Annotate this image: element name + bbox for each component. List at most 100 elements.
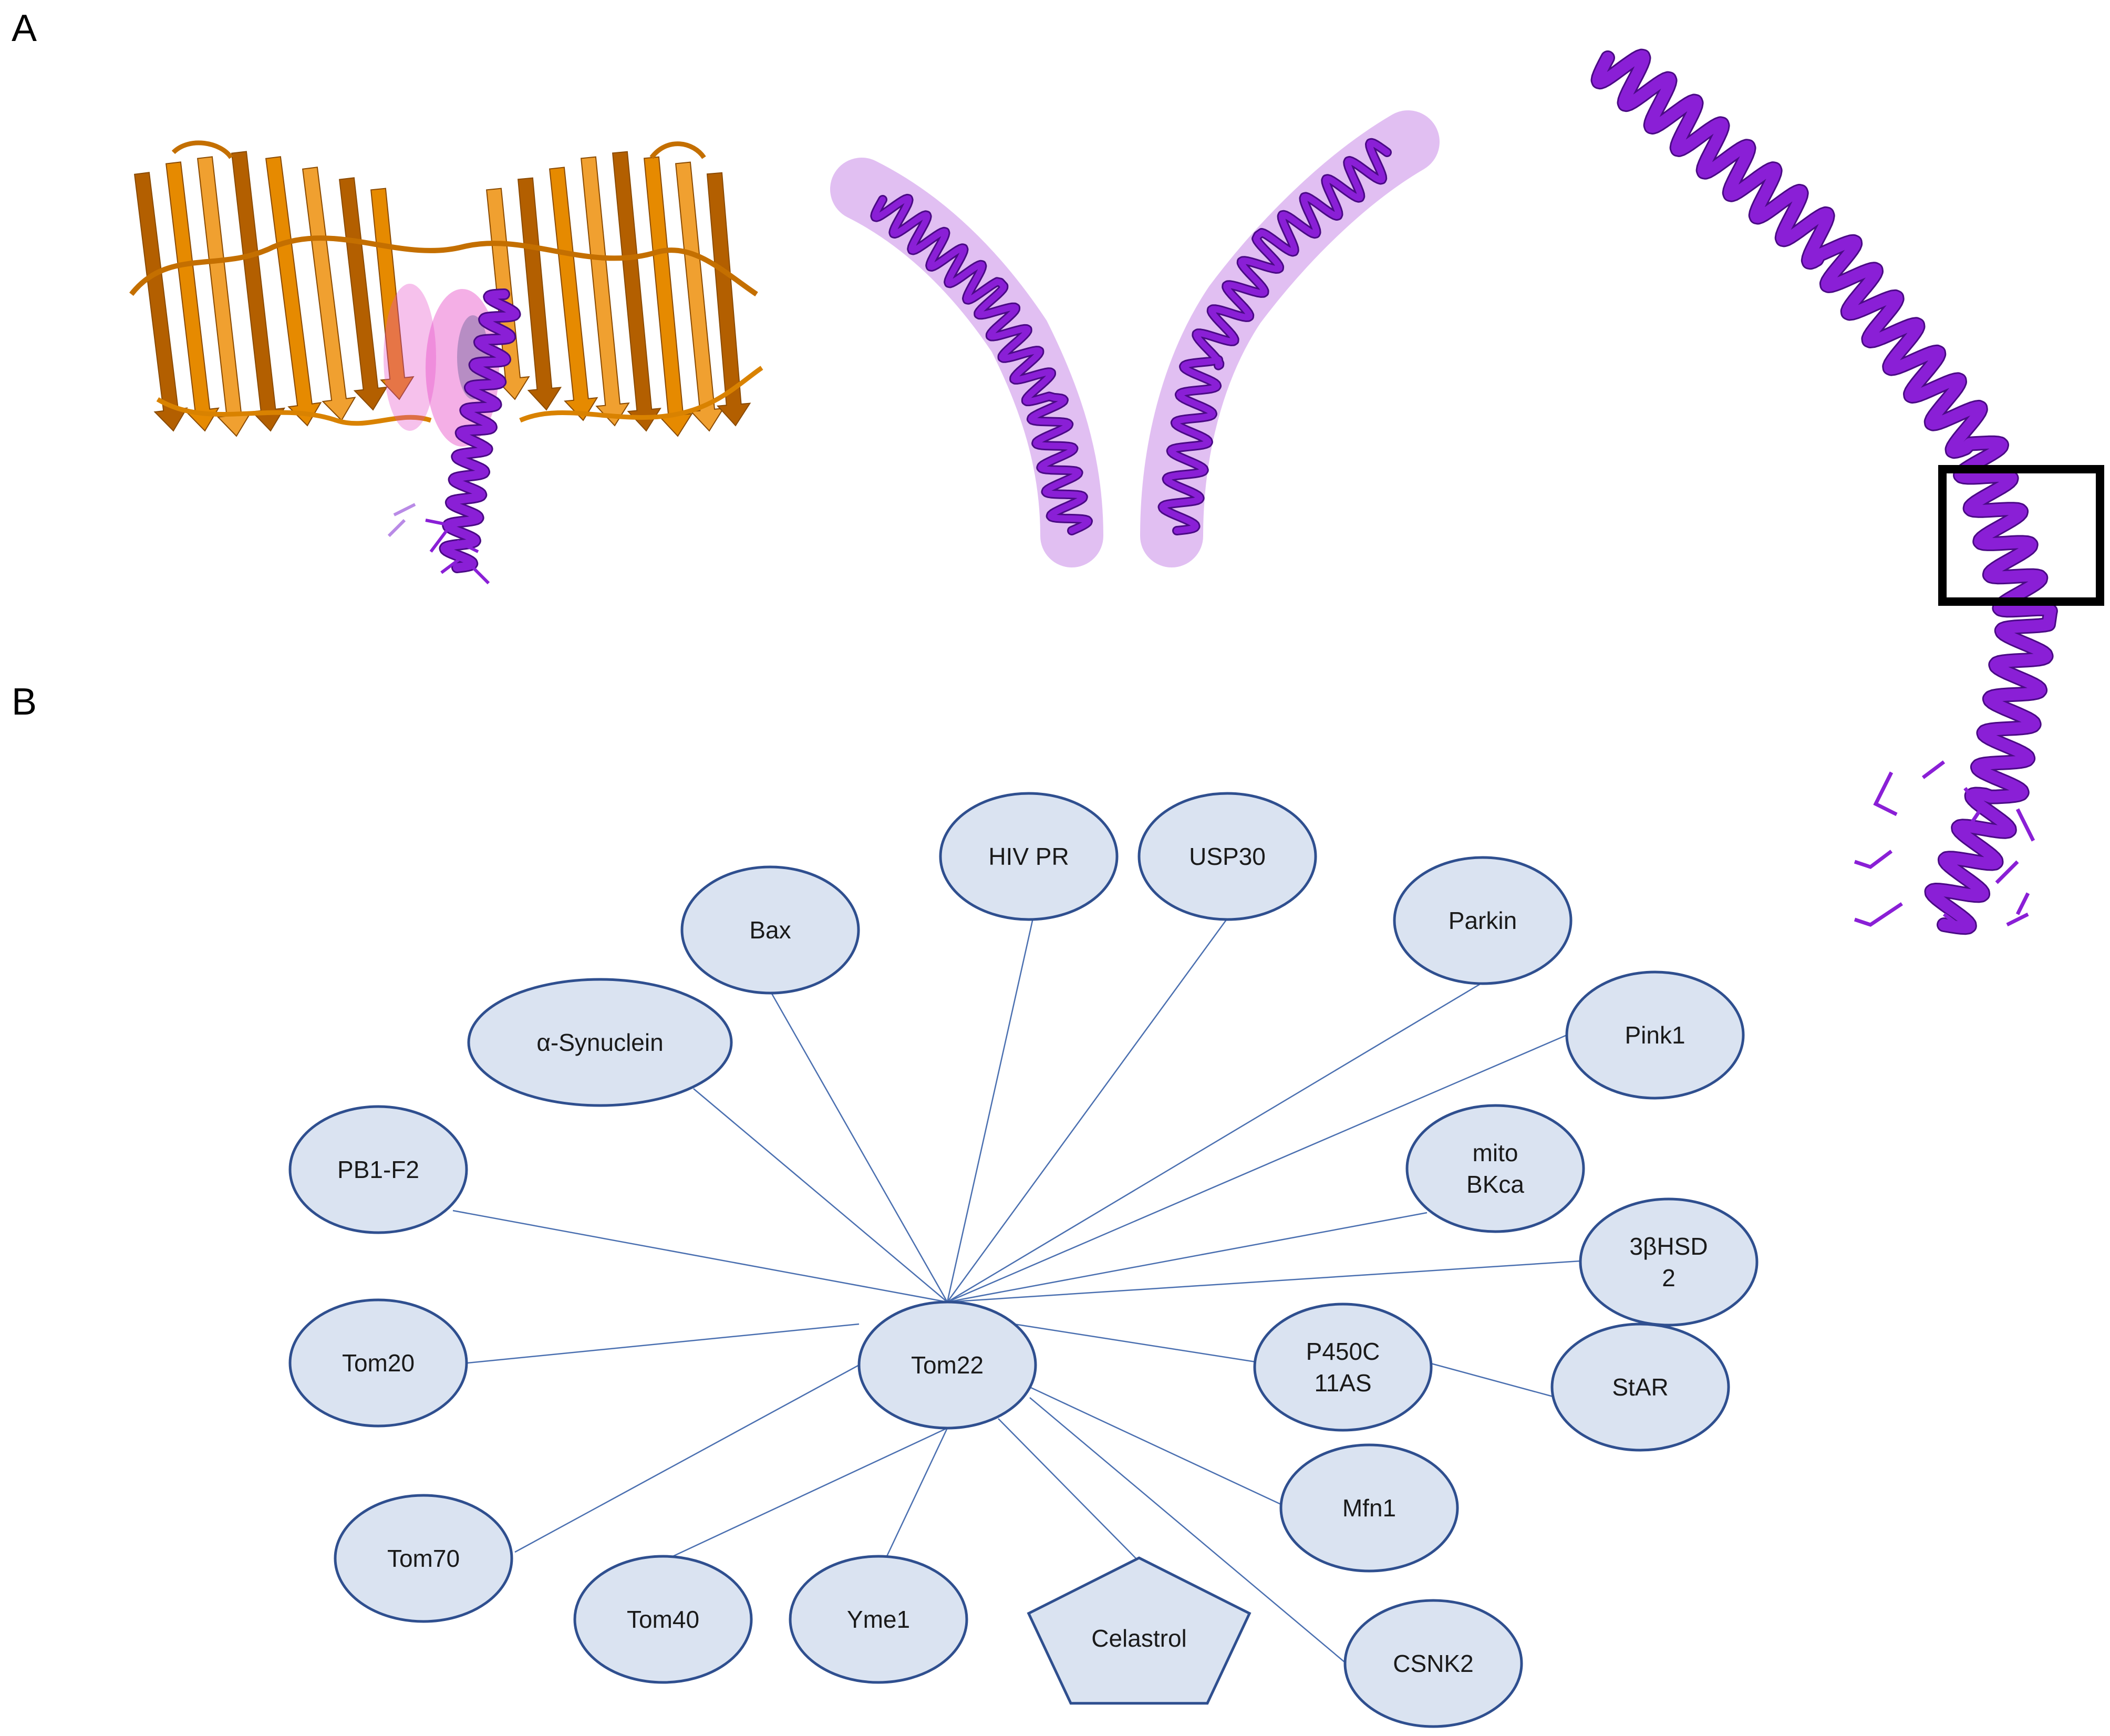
ellipse-shape	[680, 865, 860, 995]
node-label: Pink1	[1625, 1021, 1685, 1049]
ellipse-shape	[1253, 1303, 1433, 1432]
inserted-helix	[439, 288, 521, 573]
edge-tom22-celastrol	[998, 1418, 1140, 1562]
node-label: 2	[1662, 1264, 1675, 1291]
beta-strand	[549, 167, 598, 421]
edge-tom22-p450	[1013, 1323, 1256, 1363]
node-label: Celastrol	[1091, 1625, 1187, 1652]
edge-p450-star	[1429, 1362, 1554, 1398]
node-yme1: Yme1	[789, 1555, 968, 1684]
beta-strand	[706, 172, 751, 427]
ellipse-shape	[573, 1555, 753, 1684]
node-label: mito	[1473, 1139, 1518, 1166]
beta-strand	[338, 177, 388, 411]
edge-tom22-pink1	[947, 1034, 1567, 1303]
long-helix	[1590, 48, 2058, 935]
ellipse-shape	[857, 1300, 1037, 1430]
panel-a-structures	[129, 48, 2104, 935]
edge-tom22-tom70	[514, 1364, 860, 1553]
node-label: 3βHSD	[1629, 1233, 1708, 1260]
node-label: P450C	[1306, 1338, 1380, 1365]
node-label: CSNK2	[1393, 1650, 1473, 1677]
node-label: USP30	[1189, 843, 1266, 870]
helix-ribbon	[872, 195, 1091, 534]
helix-surface-render-left	[830, 158, 1103, 567]
node-hsd: 3βHSD 2	[1579, 1197, 1759, 1327]
beta-strand	[302, 167, 356, 421]
ellipse-shape	[1579, 1197, 1759, 1327]
panel-label-a: A	[12, 7, 37, 49]
ellipse-shape	[939, 792, 1119, 921]
node-label: PB1-F2	[337, 1156, 419, 1183]
node-parkin: Parkin	[1393, 856, 1573, 985]
ellipse-shape	[467, 978, 733, 1107]
node-mfn1: Mfn1	[1279, 1443, 1459, 1573]
edge-tom22-csnk2	[1029, 1397, 1346, 1663]
beta-strand	[518, 177, 562, 411]
ellipse-shape	[334, 1494, 513, 1623]
ellipse-shape	[288, 1105, 468, 1234]
network-edges	[452, 918, 1581, 1663]
node-usp30: USP30	[1137, 792, 1317, 921]
node-tom20: Tom20	[288, 1298, 468, 1428]
panel-label-b: B	[12, 681, 37, 723]
edge-tom22-bax	[769, 990, 948, 1303]
barrel-loops	[129, 140, 763, 426]
beta-barrel-complex-render	[129, 140, 763, 585]
edge-tom22-mitobk	[947, 1212, 1428, 1303]
node-label: Tom22	[911, 1351, 984, 1379]
node-tom70: Tom70	[334, 1494, 513, 1623]
highlight-box	[1938, 465, 2104, 606]
node-pb1f2: PB1-F2	[288, 1105, 468, 1234]
node-label: Mfn1	[1342, 1494, 1396, 1522]
helix-ribbon	[1592, 50, 2056, 934]
node-label: Parkin	[1449, 907, 1517, 934]
node-label: 11AS	[1314, 1369, 1371, 1397]
beta-strand	[612, 151, 661, 432]
node-csnk2: CSNK2	[1343, 1599, 1523, 1728]
helix-side-chains	[387, 503, 490, 585]
node-label: Tom40	[627, 1606, 699, 1633]
ellipse-shape	[1405, 1104, 1585, 1233]
helix-surface-render-right	[1140, 110, 1440, 567]
long-helix-side-chains	[1854, 760, 2035, 932]
helix-ribbon	[1159, 139, 1390, 534]
edge-tom22-usp30	[946, 918, 1228, 1303]
node-star: StAR	[1550, 1322, 1730, 1452]
ellipse-shape	[789, 1555, 968, 1684]
node-label: HIV PR	[988, 843, 1069, 870]
edge-tom22-pb1f2	[452, 1210, 948, 1303]
surface-helix-left	[870, 193, 1093, 535]
beta-strand	[370, 188, 415, 400]
node-bax: Bax	[680, 865, 860, 995]
ellipse-shape	[1279, 1443, 1459, 1573]
node-pink1: Pink1	[1565, 970, 1745, 1100]
node-hivpr: HIV PR	[939, 792, 1119, 921]
ellipse-shape	[1565, 970, 1745, 1100]
node-label: Tom70	[387, 1545, 460, 1572]
edge-tom22-hivpr	[946, 918, 1034, 1303]
edge-tom22-tom40	[668, 1427, 948, 1559]
ellipse-shape	[1137, 792, 1317, 921]
node-p450: P450C 11AS	[1253, 1303, 1433, 1432]
edge-tom22-yme1	[885, 1428, 948, 1559]
ellipse-shape	[1343, 1599, 1523, 1728]
ellipse-shape	[288, 1298, 468, 1428]
node-celastrol: Celastrol	[1027, 1556, 1251, 1705]
node-tom22: Tom22	[857, 1300, 1037, 1430]
edge-tom22-hsd	[947, 1260, 1581, 1303]
beta-strand	[675, 161, 725, 432]
edge-tom22-tom20	[467, 1323, 860, 1364]
node-label: BKca	[1466, 1171, 1524, 1198]
beta-strand	[133, 172, 188, 432]
ellipse-shape	[1393, 856, 1573, 985]
node-label: StAR	[1612, 1373, 1668, 1401]
node-label: Tom20	[342, 1349, 415, 1377]
node-label: α-Synuclein	[536, 1029, 663, 1056]
long-helix-render	[1590, 48, 2058, 935]
pentagon-shape	[1027, 1556, 1251, 1705]
